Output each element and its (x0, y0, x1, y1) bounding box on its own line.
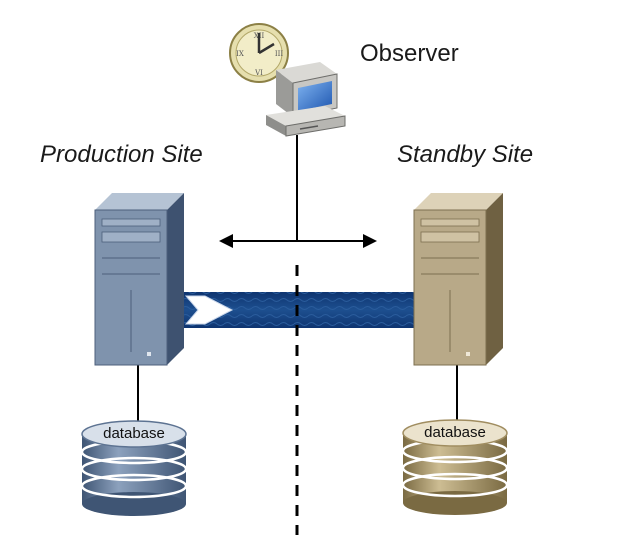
svg-text:IX: IX (236, 50, 244, 58)
standby-site-label: Standby Site (397, 141, 534, 168)
observer-icon: XII III VI IX (229, 23, 346, 137)
production-db-icon (80, 420, 188, 516)
svg-text:VI: VI (254, 69, 263, 77)
observer-label: Observer (360, 40, 459, 67)
arrowhead-left (219, 234, 233, 248)
svg-text:III: III (275, 50, 284, 58)
standby-db-label: database (424, 424, 486, 441)
production-db-label: database (103, 425, 165, 442)
standby-server-icon (413, 193, 503, 366)
production-server-icon (94, 193, 184, 366)
standby-db-icon (401, 419, 509, 515)
arrowhead-right (363, 234, 377, 248)
production-site-label: Production Site (40, 141, 203, 168)
